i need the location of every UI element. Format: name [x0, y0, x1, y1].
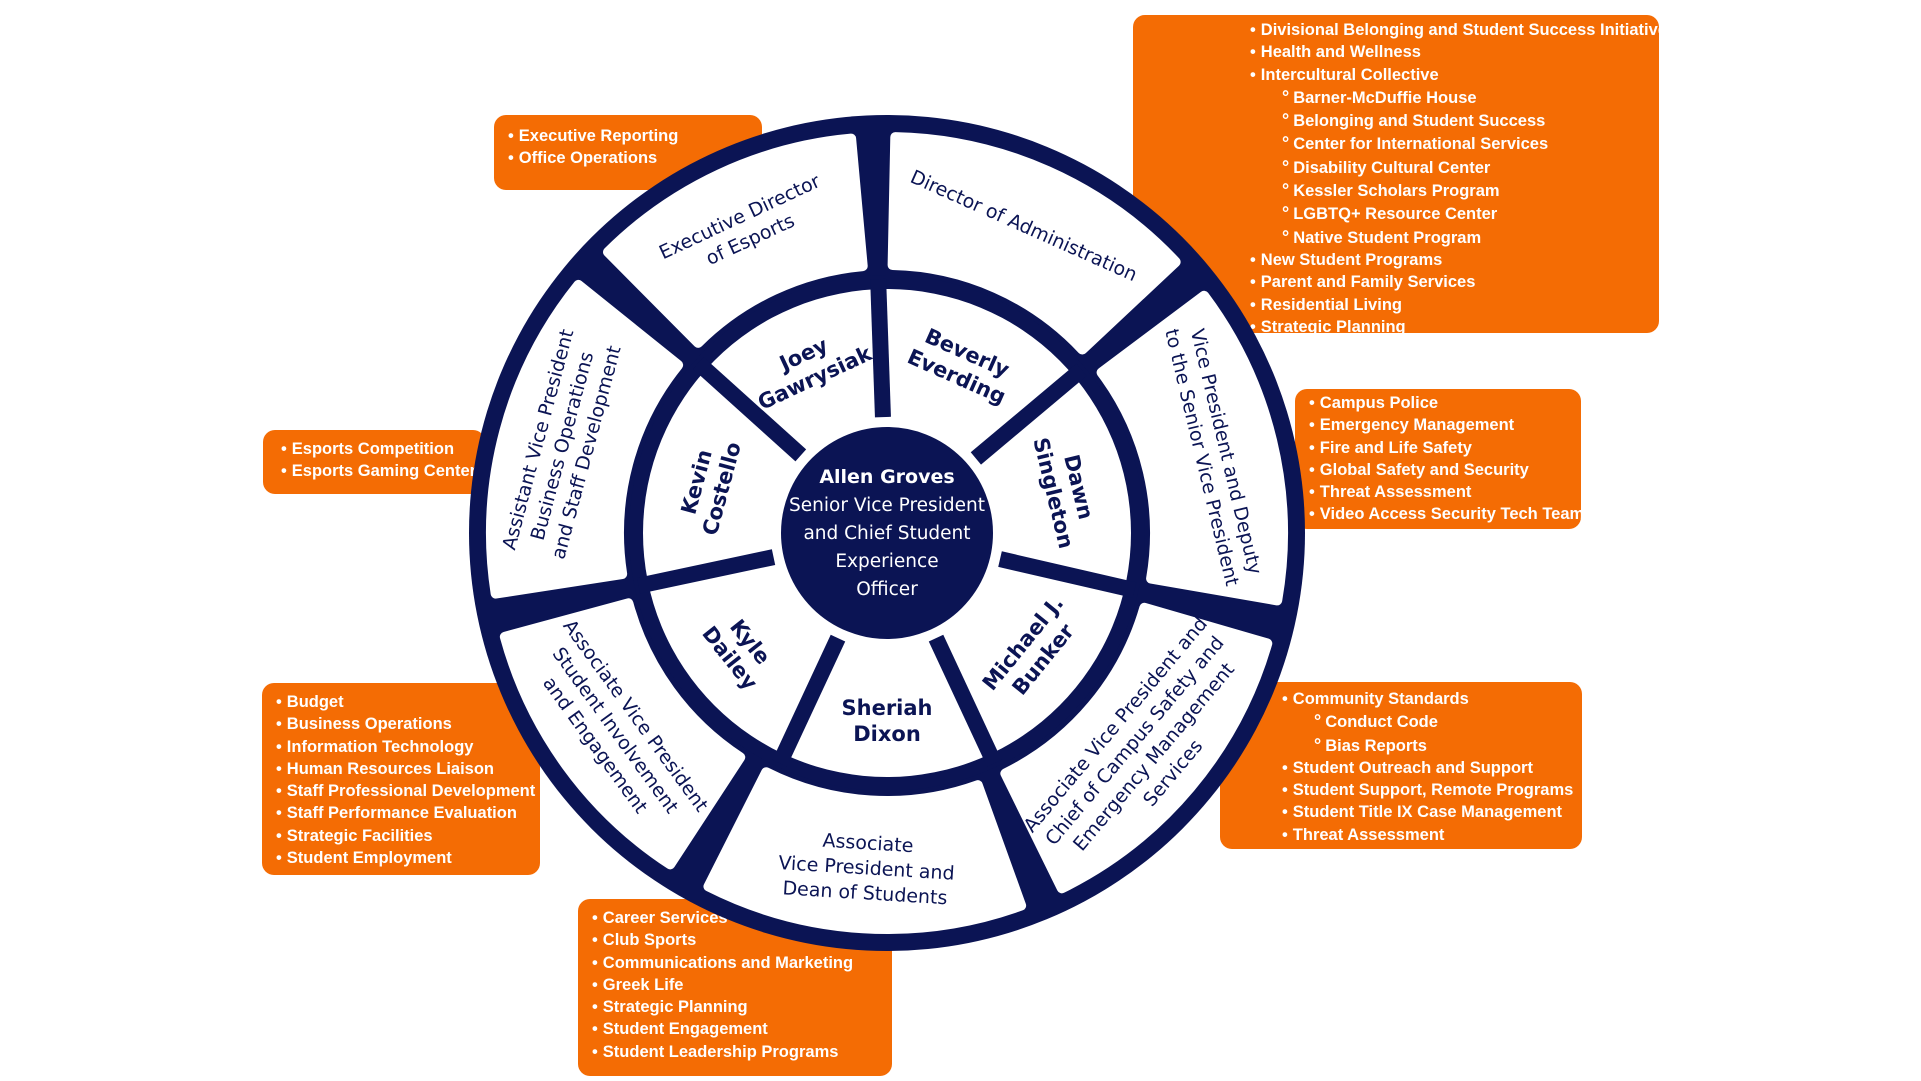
center-title-line: and Chief Student — [803, 523, 970, 544]
involvement-responsibilities-list: Career ServicesClub SportsCommunications… — [592, 907, 892, 1063]
center-node: Allen Groves Senior Vice President and C… — [773, 419, 1001, 647]
list-item: Information Technology — [276, 736, 540, 758]
list-item: Student Engagement — [592, 1018, 892, 1040]
list-item: Staff Professional Development — [276, 780, 540, 802]
list-item: New Student Programs — [1250, 249, 1659, 271]
center-circle — [773, 419, 1001, 647]
inner-divider — [772, 634, 846, 767]
list-item: Threat Assessment — [1282, 824, 1582, 846]
sub-list-item: Disability Cultural Center — [1250, 156, 1659, 179]
list-item: Health and Wellness — [1250, 41, 1659, 63]
sub-list-item: Center for International Services — [1250, 132, 1659, 155]
esports-responsibilities-box: Esports CompetitionEsports Gaming Center… — [263, 430, 485, 494]
list-item: Parent and Family Services — [1250, 271, 1659, 293]
administration-responsibilities-list: Executive ReportingOffice Operations — [508, 125, 762, 170]
list-item: Business Operations — [276, 713, 540, 735]
list-item: Esports Gaming Centers — [281, 460, 485, 482]
list-item: Student Title IX Case Management — [1282, 801, 1582, 823]
list-item: Strategic Facilities — [276, 825, 540, 847]
list-item: Office Operations — [508, 147, 762, 169]
esports-responsibilities-list: Esports CompetitionEsports Gaming Center… — [281, 438, 485, 483]
person-last-name: Dixon — [853, 722, 921, 746]
list-item: Student Employment — [276, 847, 540, 869]
sub-list-item: LGBTQ+ Resource Center — [1250, 202, 1659, 225]
person-first-name: Sheriah — [842, 696, 933, 720]
safety-responsibilities-box: Campus PoliceEmergency ManagementFire an… — [1295, 389, 1584, 529]
list-item: Greek Life — [592, 974, 892, 996]
list-item: Fire and Life Safety — [1309, 437, 1581, 459]
list-item: Intercultural Collective — [1250, 64, 1659, 86]
outer-segment — [602, 133, 868, 348]
deputy-responsibilities-list: Divisional Belonging and Student Success… — [1250, 19, 1676, 338]
business-responsibilities-list: BudgetBusiness OperationsInformation Tec… — [276, 691, 540, 869]
involvement-responsibilities-box: Career ServicesClub SportsCommunications… — [578, 899, 892, 1076]
center-name: Allen Groves — [819, 466, 954, 488]
list-item: Career Services — [592, 907, 892, 929]
list-item: Emergency Management — [1309, 414, 1581, 436]
list-item: Esports Competition — [281, 438, 485, 460]
list-item: Student Outreach and Support — [1282, 757, 1582, 779]
list-item: Executive Reporting — [508, 125, 762, 147]
list-item: Budget — [276, 691, 540, 713]
safety-responsibilities-list: Campus PoliceEmergency ManagementFire an… — [1309, 392, 1584, 526]
dean-responsibilities-list: Community StandardsConduct CodeBias Repo… — [1282, 688, 1582, 846]
business-responsibilities-box: BudgetBusiness OperationsInformation Tec… — [262, 683, 540, 875]
inner-divider — [870, 278, 891, 418]
list-item: Global Safety and Security — [1309, 459, 1581, 481]
list-item: Student Leadership Programs — [592, 1041, 892, 1063]
list-item: Residential Living — [1250, 294, 1659, 316]
sub-list-item: Kessler Scholars Program — [1250, 179, 1659, 202]
inner-divider — [692, 357, 807, 462]
sub-list-item: Conduct Code — [1282, 710, 1582, 733]
outer-segment — [1096, 290, 1288, 606]
list-item: Communications and Marketing — [592, 952, 892, 974]
list-item: Staff Performance Evaluation — [276, 802, 540, 824]
deputy-responsibilities-box: Divisional Belonging and Student Success… — [1133, 15, 1676, 336]
inner-divider — [636, 549, 776, 594]
list-item: Strategic Planning — [1250, 316, 1659, 338]
outer-segment — [499, 598, 746, 870]
list-item: Threat Assessment — [1309, 481, 1581, 503]
list-item: Campus Police — [1309, 392, 1581, 414]
list-item: Community Standards — [1282, 688, 1582, 710]
sub-list-item: Belonging and Student Success — [1250, 109, 1659, 132]
inner-divider — [998, 551, 1137, 598]
list-item: Strategic Planning — [592, 996, 892, 1018]
sub-list-item: Bias Reports — [1282, 734, 1582, 757]
center-title-line: Experience — [835, 551, 938, 572]
inner-divider — [970, 363, 1087, 465]
list-item: Video Access Security Tech Team — [1309, 503, 1584, 525]
center-title-line: Senior Vice President — [789, 495, 985, 516]
outer-segment — [1000, 602, 1273, 894]
sub-list-item: Native Student Program — [1250, 226, 1659, 249]
outer-segment — [703, 767, 1027, 934]
sub-list-item: Barner-McDuffie House — [1250, 86, 1659, 109]
list-item: Student Support, Remote Programs — [1282, 779, 1582, 801]
outer-segment — [887, 132, 1181, 355]
outer-segment — [486, 279, 684, 599]
center-title-line: Officer — [856, 579, 918, 600]
list-item: Divisional Belonging and Student Success… — [1250, 19, 1676, 41]
dean-responsibilities-box: Community StandardsConduct CodeBias Repo… — [1220, 682, 1582, 849]
list-item: Club Sports — [592, 929, 892, 951]
inner-divider — [928, 634, 1002, 767]
list-item: Human Resources Liaison — [276, 758, 540, 780]
